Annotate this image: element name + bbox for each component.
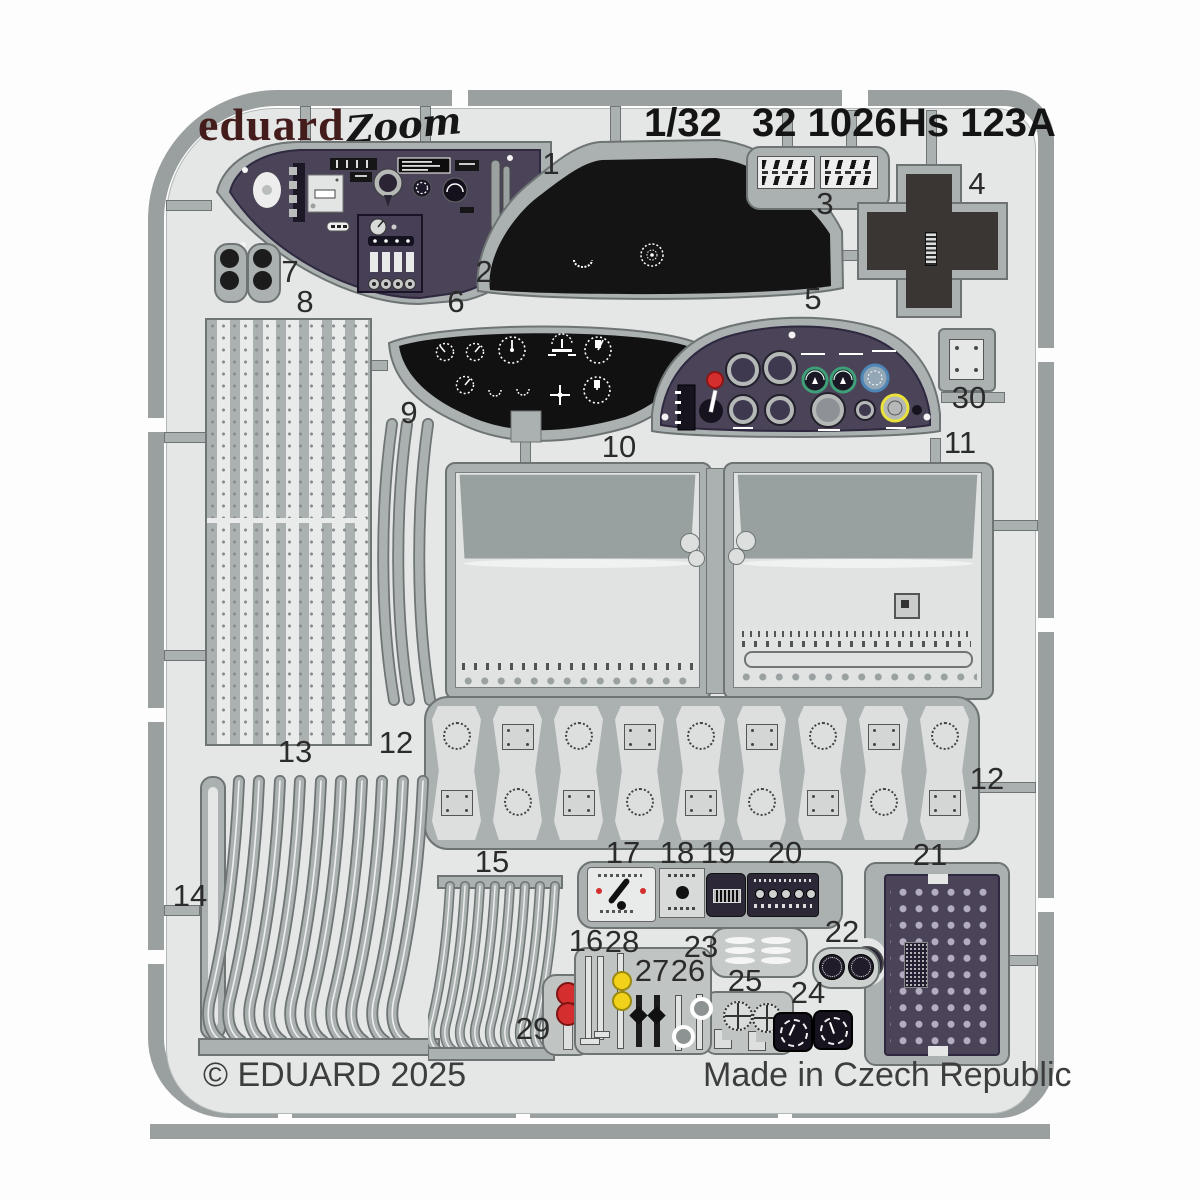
- frame-cut: [146, 418, 168, 432]
- part-10-disc: [688, 550, 705, 567]
- part-label-1: 1: [542, 146, 560, 181]
- part-label-4: 4: [968, 166, 986, 201]
- frame-cut: [842, 88, 868, 110]
- part-label-22: 22: [824, 914, 860, 949]
- sprue-tab: [164, 650, 208, 661]
- part-24-gauge: [813, 1010, 853, 1050]
- part-26-rod: [675, 995, 682, 1051]
- part-18-knob-plate: [659, 868, 705, 918]
- part-26-ring: [690, 997, 713, 1020]
- part-label-12b: 12: [969, 761, 1005, 796]
- part-label-9: 9: [400, 395, 418, 430]
- part-label-12: 12: [378, 725, 414, 760]
- part-11-disc: [736, 531, 756, 551]
- part-label-11: 11: [943, 425, 977, 460]
- part-6-gauge-panel: [387, 325, 699, 443]
- part-21-floor-panel: [884, 874, 1000, 1056]
- part-3-placards: [746, 146, 890, 210]
- part-11-panel: [733, 472, 982, 688]
- part-28-ball: [612, 991, 632, 1011]
- part-label-27: 27: [634, 953, 670, 988]
- part-14-rib-fan: [198, 775, 440, 1056]
- part-label-7: 7: [281, 254, 299, 289]
- part-label-2: 2: [475, 254, 493, 289]
- part-16-26-27-28-group: [574, 947, 713, 1055]
- part-17-placard: [587, 867, 656, 922]
- sprue-tab: [164, 905, 200, 916]
- frame-cut: [146, 950, 168, 964]
- part-22-gauges: [812, 947, 880, 989]
- part-label-3: 3: [816, 186, 834, 221]
- part-label-21: 21: [912, 837, 948, 872]
- sprue-tab: [164, 432, 208, 443]
- made-in-text: Made in Czech Republic: [703, 1056, 1072, 1094]
- sprue-tab: [166, 200, 212, 211]
- frame-cut: [146, 708, 168, 722]
- part-26-rod: [696, 994, 703, 1050]
- part-28-ball: [612, 971, 632, 991]
- part-19-data-plate: [706, 873, 746, 917]
- part-label-14: 14: [172, 878, 208, 913]
- part-8-13-strips: [205, 318, 372, 746]
- part-label-20: 20: [767, 835, 803, 870]
- part-5-color-panel: [651, 316, 941, 438]
- part-label-6: 6: [447, 284, 465, 319]
- part-label-13: 13: [277, 734, 313, 769]
- subject-name: Hs 123A: [898, 101, 1056, 145]
- part-label-23: 23: [683, 929, 719, 964]
- part-10-panel: [455, 472, 700, 688]
- part-23-vents: [710, 927, 808, 978]
- part-24-gauge: [773, 1012, 813, 1052]
- part-label-28: 28: [604, 924, 640, 959]
- sprue-tab: [941, 392, 1005, 403]
- part-11-disc: [728, 548, 745, 565]
- sprue-tab: [988, 520, 1038, 531]
- part-15-rib-fan: [428, 875, 563, 1061]
- part-4-slot: [925, 232, 937, 266]
- fret-bottom-strip: [150, 1124, 1050, 1139]
- part-7-ring: [220, 271, 239, 290]
- part-label-16: 16: [568, 923, 604, 958]
- part-7-ring: [220, 249, 239, 268]
- part-16-rod: [585, 956, 592, 1040]
- part-label-10: 10: [601, 429, 637, 464]
- part-label-15: 15: [474, 844, 510, 879]
- part-9-curved-strips: [377, 418, 436, 706]
- part-26-ring: [672, 1025, 695, 1048]
- part-label-17: 17: [605, 835, 641, 870]
- part-label-5: 5: [804, 281, 822, 316]
- part-12-row: [424, 696, 980, 850]
- part-20-switch-panel: [747, 873, 819, 917]
- part-label-29: 29: [515, 1011, 551, 1046]
- part-label-24: 24: [790, 975, 826, 1010]
- frame-cut: [452, 88, 468, 110]
- part-7-ring: [253, 271, 272, 290]
- frame-cut: [1032, 898, 1056, 912]
- part-label-18: 18: [659, 835, 695, 870]
- part-label-19: 19: [700, 835, 736, 870]
- part-16-rod: [597, 956, 604, 1040]
- scale-text: 1/32: [644, 101, 722, 145]
- frame-cut: [1032, 618, 1056, 632]
- part-label-26: 26: [670, 953, 706, 988]
- part-label-8: 8: [296, 284, 314, 319]
- part-label-25: 25: [727, 963, 763, 998]
- frame-cut: [1032, 348, 1056, 362]
- part-30-hinge: [949, 339, 984, 380]
- copyright-text: © EDUARD 2025: [203, 1056, 467, 1094]
- part-7-ring: [253, 249, 272, 268]
- part-label-30: 30: [951, 380, 987, 415]
- product-code: 32 1026: [752, 101, 897, 145]
